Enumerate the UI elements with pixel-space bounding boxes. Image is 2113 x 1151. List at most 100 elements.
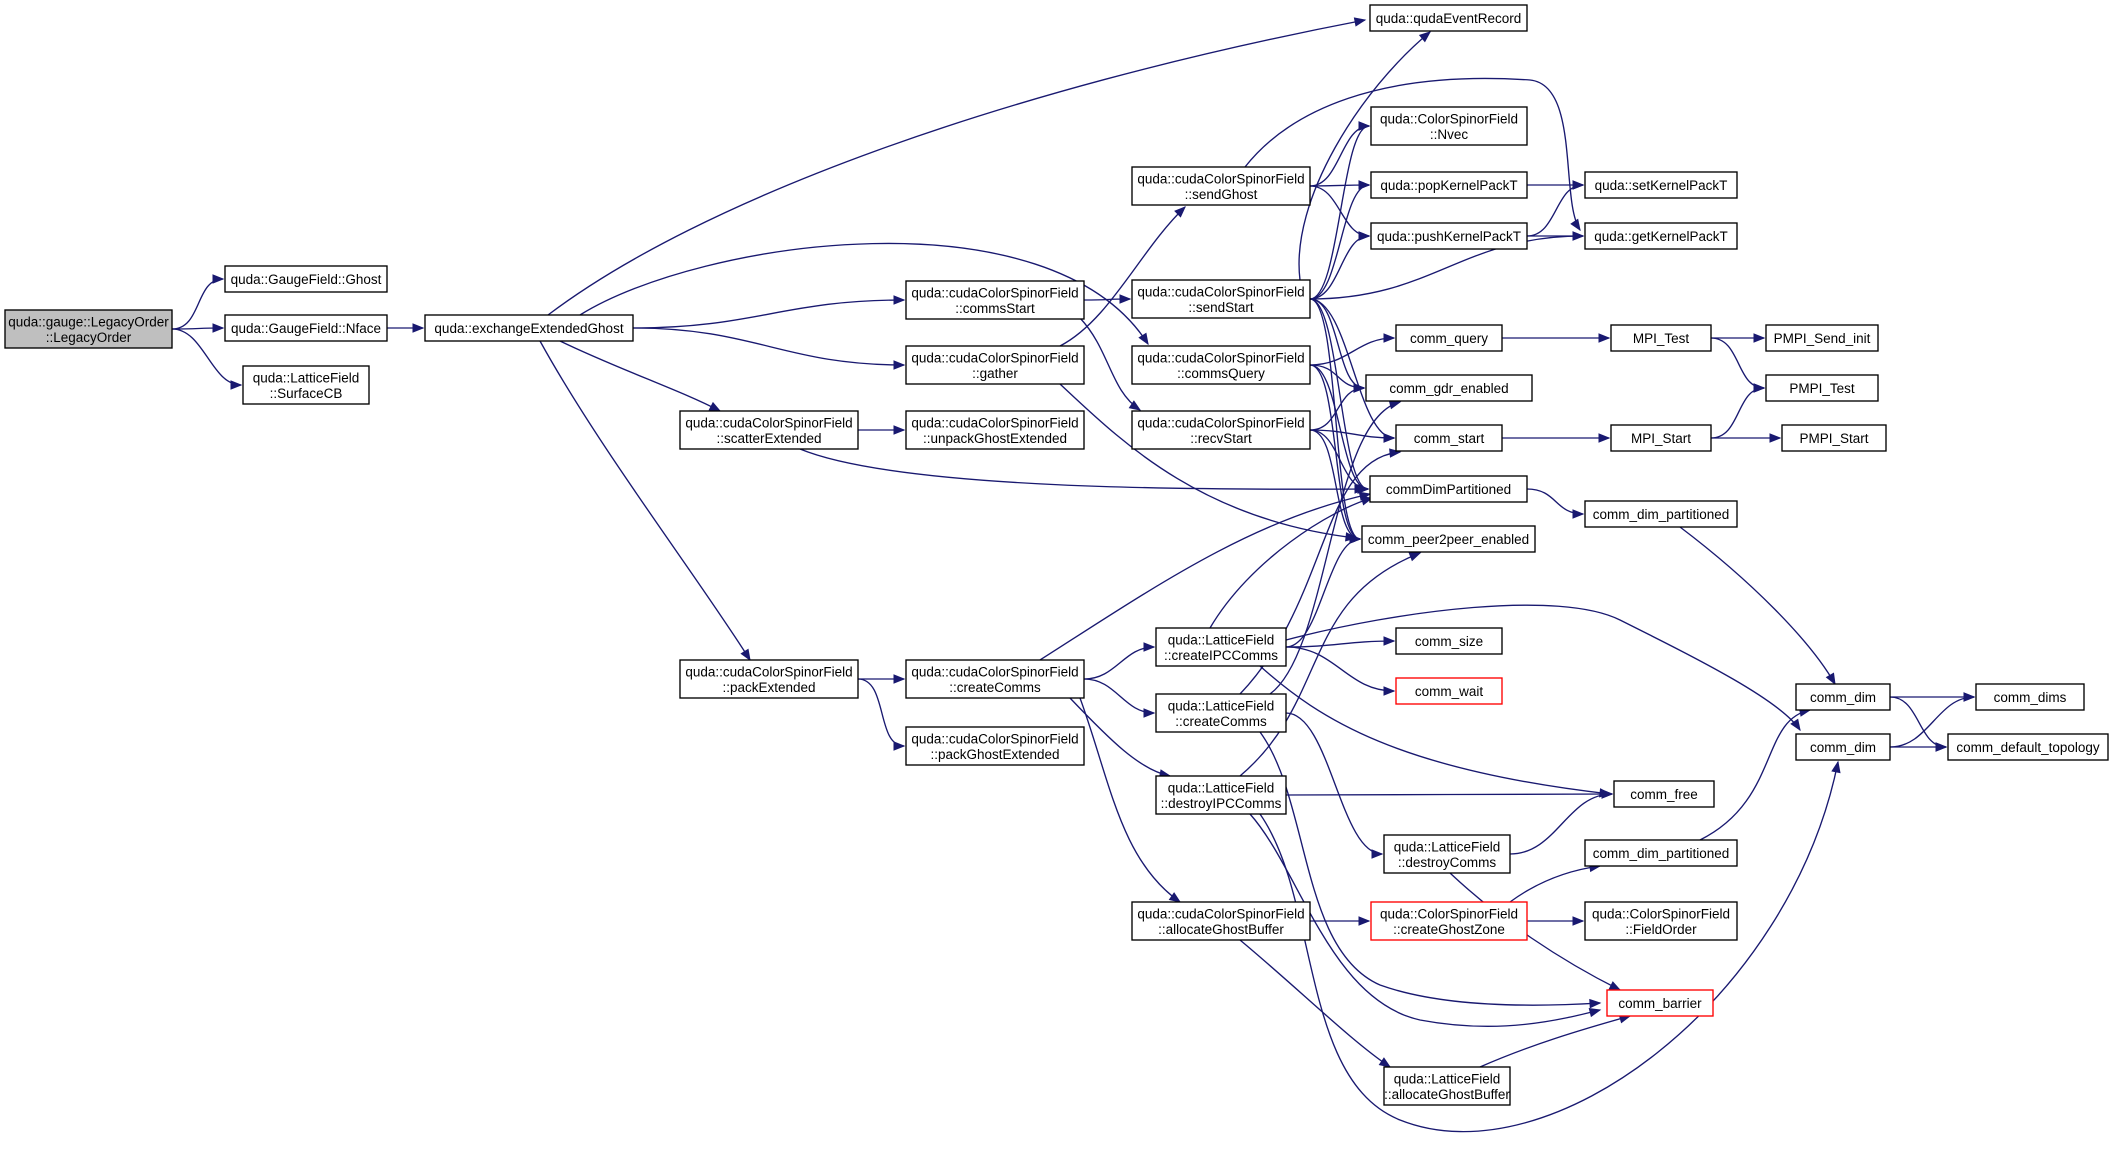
node-comm-dim-part2[interactable]: comm_dim_partitioned <box>1584 839 1738 867</box>
node-ccsf-allocghost[interactable]: quda::cudaColorSpinorField::allocateGhos… <box>1131 901 1311 941</box>
node-ccsf-commsquery[interactable]: quda::cudaColorSpinorField::commsQuery <box>1131 345 1311 385</box>
edge-arrowhead <box>1174 206 1186 218</box>
node-comm-dim2[interactable]: comm_dim <box>1795 733 1891 761</box>
edge-arrowhead <box>1598 333 1611 343</box>
node-comm-wait[interactable]: comm_wait <box>1395 677 1503 705</box>
node-lf-allocghost[interactable]: quda::LatticeField::allocateGhostBuffer <box>1383 1066 1511 1106</box>
edge-arrowhead <box>212 323 225 333</box>
node-comm-dim-part1[interactable]: comm_dim_partitioned <box>1584 500 1738 528</box>
node-label-line: ::commsQuery <box>1177 366 1265 381</box>
edge-ccsf-gather-to-comm-p2p <box>1059 383 1358 542</box>
node-ccsf-sendstart[interactable]: quda::cudaColorSpinorField::sendStart <box>1131 279 1311 319</box>
node-ccsf-recvstart[interactable]: quda::cudaColorSpinorField::recvStart <box>1131 410 1311 450</box>
node-box <box>1369 4 1528 32</box>
edge-lf-createcomms-to-lf-destroycomms <box>1285 712 1384 859</box>
edge-ccsf-sendstart-to-popkernel <box>1309 180 1371 300</box>
edge-line <box>1285 646 1395 692</box>
edge-line <box>1059 206 1186 347</box>
node-box <box>1155 693 1287 733</box>
edge-line <box>1285 604 1801 731</box>
node-label-line: quda::cudaColorSpinorField <box>1137 415 1304 430</box>
node-getkernel[interactable]: quda::getKernelPackT <box>1584 222 1738 250</box>
node-gf-ghost[interactable]: quda::GaugeField::Ghost <box>224 265 388 293</box>
node-commdimpart[interactable]: commDimPartitioned <box>1369 475 1528 503</box>
node-ccsf-sendghost[interactable]: quda::cudaColorSpinorField::sendGhost <box>1131 166 1311 206</box>
node-csf-createghostzone[interactable]: quda::ColorSpinorField::createGhostZone <box>1370 901 1528 941</box>
node-ccsf-packghostext[interactable]: quda::cudaColorSpinorField::packGhostExt… <box>905 726 1085 766</box>
node-label-line: quda::getKernelPackT <box>1594 229 1728 244</box>
edge-line <box>547 19 1366 316</box>
edge-arrowhead <box>1143 642 1156 652</box>
node-ccsf-unpackghostext[interactable]: quda::cudaColorSpinorField::unpackGhostE… <box>905 410 1085 450</box>
edge-line <box>1309 298 1361 540</box>
node-comm-gdr[interactable]: comm_gdr_enabled <box>1365 374 1533 402</box>
node-eventrecord[interactable]: quda::qudaEventRecord <box>1369 4 1528 32</box>
edge-line <box>1309 298 1395 439</box>
node-gf-nface[interactable]: quda::GaugeField::Nface <box>224 314 388 342</box>
node-lf-createcomms[interactable]: quda::LatticeField::createComms <box>1155 693 1287 733</box>
node-comm-size[interactable]: comm_size <box>1395 627 1503 655</box>
edge-ccsf-sendstart-to-csf-nvec <box>1309 121 1371 300</box>
node-lf-destroycomms[interactable]: quda::LatticeField::destroyComms <box>1383 834 1511 874</box>
node-mpi-test[interactable]: MPI_Test <box>1610 324 1712 352</box>
node-comm-dims[interactable]: comm_dims <box>1975 683 2085 711</box>
edge-ccsf-commsquery-to-comm-query <box>1309 333 1396 366</box>
edge-line <box>1269 401 1401 695</box>
node-exchange[interactable]: quda::exchangeExtendedGhost <box>424 314 634 342</box>
node-lf-createipc[interactable]: quda::LatticeField::createIPCComms <box>1155 627 1287 667</box>
node-box <box>1781 424 1887 452</box>
node-comm-p2p[interactable]: comm_peer2peer_enabled <box>1361 525 1536 553</box>
node-label-line: comm_dims <box>1994 690 2067 705</box>
node-label-line: quda::cudaColorSpinorField <box>1137 284 1304 299</box>
edge-arrowhead <box>1753 333 1766 343</box>
node-pushkernel[interactable]: quda::pushKernelPackT <box>1370 222 1528 250</box>
node-pmpi-start[interactable]: PMPI_Start <box>1781 424 1887 452</box>
node-label-line: ::recvStart <box>1190 431 1252 446</box>
node-ccsf-scatterext[interactable]: quda::cudaColorSpinorField::scatterExten… <box>679 410 859 450</box>
edge-arrowhead <box>1572 509 1585 519</box>
edge-arrowhead <box>740 648 751 662</box>
node-setkernel[interactable]: quda::setKernelPackT <box>1584 171 1738 199</box>
node-popkernel[interactable]: quda::popKernelPackT <box>1370 171 1528 199</box>
node-lf-surfacecb[interactable]: quda::LatticeField::SurfaceCB <box>242 365 370 405</box>
node-box <box>4 309 173 349</box>
node-lf-destroyipc[interactable]: quda::LatticeField::destroyIPCComms <box>1155 775 1287 815</box>
node-label-line: ::destroyComms <box>1398 855 1497 870</box>
node-label-line: comm_size <box>1415 634 1483 649</box>
node-comm-default-topo[interactable]: comm_default_topology <box>1947 733 2109 761</box>
node-label-line: quda::cudaColorSpinorField <box>1137 906 1304 921</box>
edge-ccsf-gather-to-ccsf-sendghost <box>1059 206 1186 347</box>
edge-line <box>1239 552 1421 777</box>
node-ccsf-createcomms[interactable]: quda::cudaColorSpinorField::createComms <box>905 659 1085 699</box>
node-comm-start[interactable]: comm_start <box>1395 424 1503 452</box>
edge-line <box>1526 184 1584 237</box>
edge-line <box>559 340 721 412</box>
node-ccsf-packext[interactable]: quda::cudaColorSpinorField::packExtended <box>679 659 859 699</box>
node-comm-free[interactable]: comm_free <box>1613 780 1715 808</box>
node-comm-barrier[interactable]: comm_barrier <box>1606 989 1714 1017</box>
node-label-line: ::Nvec <box>1430 127 1469 142</box>
node-label-line: quda::LatticeField <box>1168 632 1275 647</box>
node-box <box>1361 525 1536 553</box>
node-label-line: ::SurfaceCB <box>270 386 343 401</box>
node-csf-nvec[interactable]: quda::ColorSpinorField::Nvec <box>1370 106 1528 146</box>
edge-lf-createipc-to-commdimpart <box>1209 496 1374 629</box>
edge-arrowhead <box>1825 672 1836 686</box>
node-ccsf-commsstart[interactable]: quda::cudaColorSpinorField::commsStart <box>905 280 1085 320</box>
node-ccsf-gather[interactable]: quda::cudaColorSpinorField::gather <box>905 345 1085 385</box>
node-csf-fieldorder[interactable]: quda::ColorSpinorField::FieldOrder <box>1584 901 1738 941</box>
edge-comm-dim-part1-to-comm-dim1 <box>1679 526 1836 686</box>
edge-arrowhead <box>1358 916 1371 926</box>
node-comm-dim1[interactable]: comm_dim <box>1795 683 1891 711</box>
edge-line <box>1239 939 1391 1068</box>
node-label-line: PMPI_Test <box>1789 381 1855 396</box>
edge-line <box>1285 793 1613 796</box>
node-box <box>1131 410 1311 450</box>
node-pmpi-test[interactable]: PMPI_Test <box>1765 374 1879 402</box>
node-pmpi-send-init[interactable]: PMPI_Send_init <box>1765 324 1879 352</box>
node-label-line: comm_dim_partitioned <box>1593 507 1730 522</box>
node-comm-query[interactable]: comm_query <box>1395 324 1503 352</box>
node-mpi-start[interactable]: MPI_Start <box>1610 424 1712 452</box>
node-box <box>1370 171 1528 199</box>
node-legacy[interactable]: quda::gauge::LegacyOrder::LegacyOrder <box>4 309 173 349</box>
